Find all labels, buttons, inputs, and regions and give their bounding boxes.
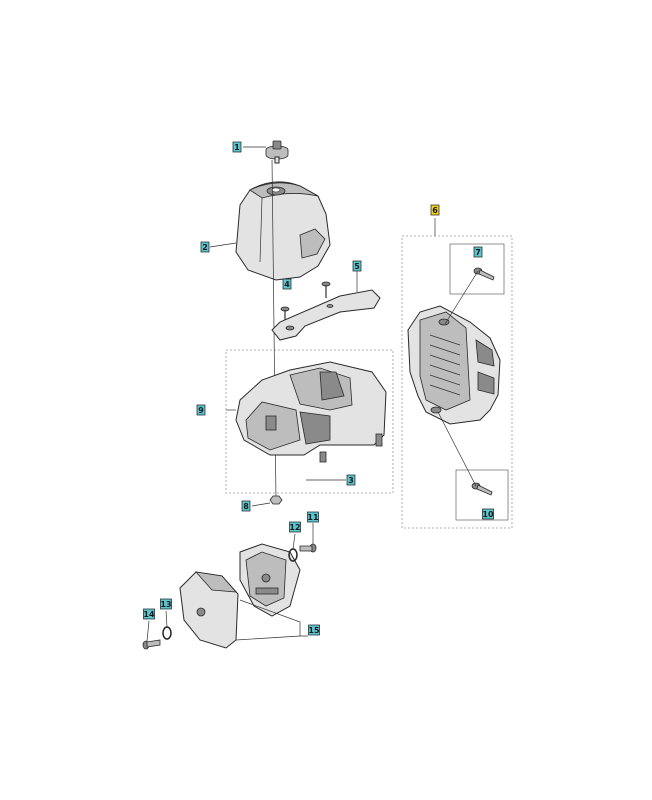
callout-10: 10 xyxy=(482,508,494,520)
callout-number: 1 xyxy=(234,143,240,152)
callout-14: 14 xyxy=(143,608,155,620)
screw-4-part xyxy=(280,281,331,322)
group-box-7 xyxy=(449,243,505,295)
callout-3: 3 xyxy=(346,474,356,486)
callout-6: 6 xyxy=(430,204,440,216)
callout-number: 9 xyxy=(198,406,204,415)
callout-7: 7 xyxy=(473,246,483,258)
callout-number: 7 xyxy=(475,248,481,257)
callout-8: 8 xyxy=(241,500,251,512)
callout-box xyxy=(200,241,210,253)
main-housing-part xyxy=(235,361,387,463)
screw-14-part xyxy=(142,639,161,650)
group-box-10 xyxy=(455,469,509,521)
group-box-6 xyxy=(401,235,513,529)
nut-part xyxy=(269,495,283,505)
callout-number: 6 xyxy=(432,206,438,215)
callout-number: 2 xyxy=(202,243,208,252)
callout-9: 9 xyxy=(196,404,206,416)
callout-number: 14 xyxy=(143,610,155,619)
callout-5: 5 xyxy=(352,260,362,272)
callout-4: 4 xyxy=(282,278,292,290)
screw-11-part xyxy=(299,543,317,553)
callout-12: 12 xyxy=(289,521,301,533)
bracket-part xyxy=(271,289,381,341)
callout-box xyxy=(346,474,356,486)
callout-number: 8 xyxy=(243,502,249,511)
callout-box xyxy=(308,624,320,636)
group-box-9 xyxy=(225,349,394,494)
callout-box xyxy=(352,260,362,272)
callout-1: 1 xyxy=(232,141,242,153)
callout-box xyxy=(482,508,494,520)
callout-box xyxy=(282,278,292,290)
callout-number: 15 xyxy=(308,626,320,635)
callout-2: 2 xyxy=(200,241,210,253)
air-filter-cover-part xyxy=(179,571,239,649)
tank-cover-part xyxy=(235,181,331,281)
air-filter-housing-part xyxy=(239,543,301,617)
callout-box xyxy=(289,521,301,533)
callout-11: 11 xyxy=(307,511,319,523)
callout-number: 5 xyxy=(354,262,360,271)
callout-box xyxy=(143,608,155,620)
screw-7-part xyxy=(473,267,495,281)
callout-number: 3 xyxy=(348,476,354,485)
fuel-cap-part xyxy=(265,140,289,164)
callout-number: 4 xyxy=(284,280,290,289)
leader-lines xyxy=(146,146,479,642)
callout-number: 10 xyxy=(482,510,494,519)
callout-box xyxy=(196,404,206,416)
callout-box xyxy=(232,141,242,153)
callout-15: 15 xyxy=(308,624,320,636)
starter-housing-part xyxy=(407,305,501,425)
callout-number: 12 xyxy=(289,523,300,532)
callout-box xyxy=(160,598,172,610)
callout-box xyxy=(430,204,440,216)
gasket-13-part xyxy=(162,626,172,640)
callout-box xyxy=(473,246,483,258)
callout-box xyxy=(241,500,251,512)
callout-13: 13 xyxy=(160,598,172,610)
callout-number: 11 xyxy=(307,513,319,522)
callout-number: 13 xyxy=(160,600,171,609)
callout-box xyxy=(307,511,319,523)
